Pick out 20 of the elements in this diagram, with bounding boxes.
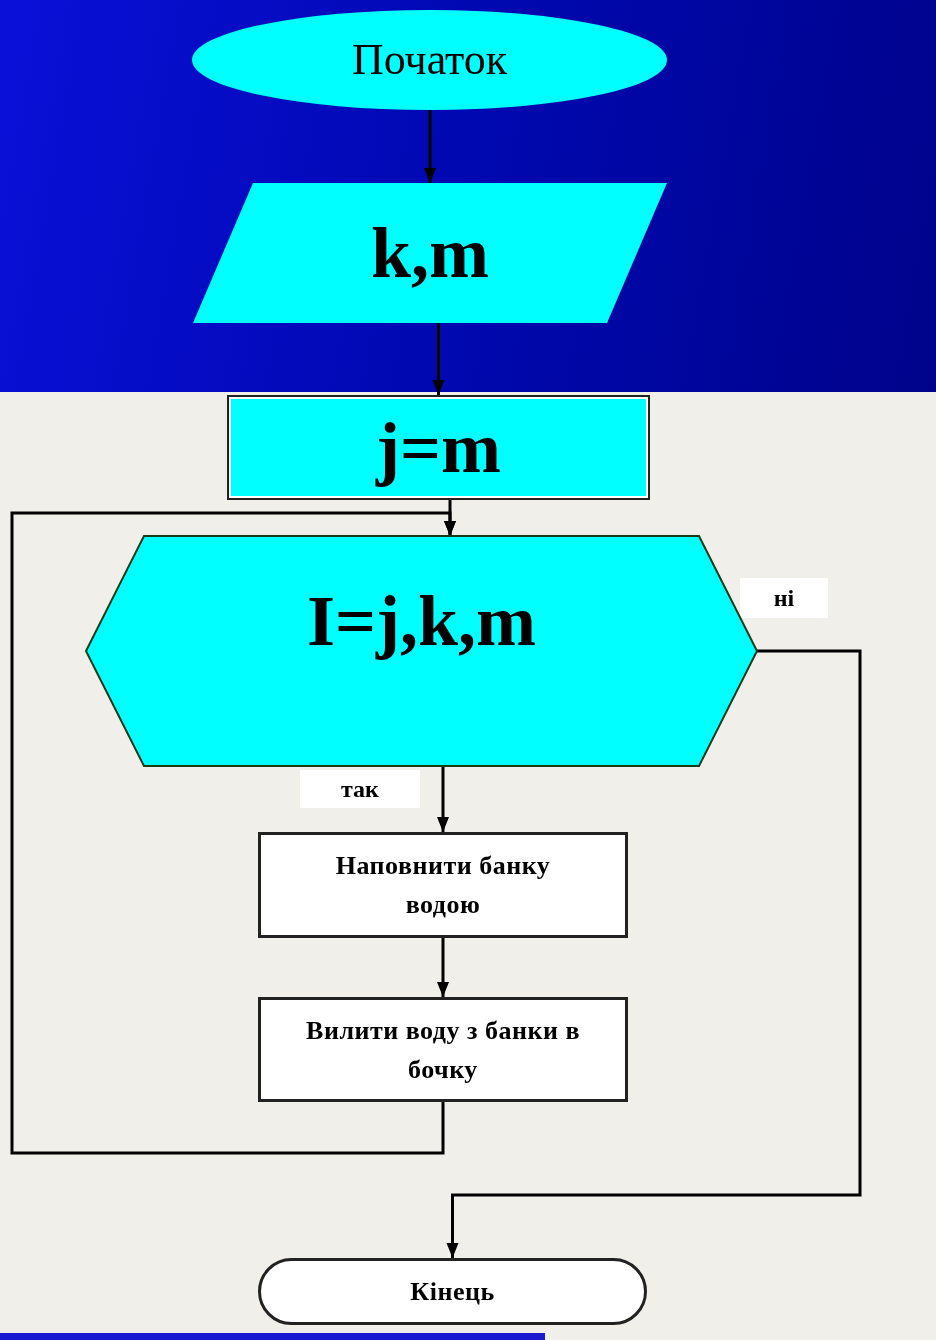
arrow — [437, 766, 449, 832]
node-text: Наповнити банку водою — [334, 850, 552, 921]
node-text: Початок — [351, 34, 508, 86]
process-box — [258, 832, 628, 938]
node-text: Кінець — [410, 1276, 495, 1308]
process-box — [258, 997, 628, 1102]
edge-label: так — [300, 770, 420, 808]
input-parallelogram — [193, 183, 667, 323]
node-text: Вилити воду з банки в бочку — [305, 1014, 581, 1086]
arrow — [446, 649, 862, 1258]
process-box — [227, 395, 650, 500]
node-text: k,m — [371, 212, 489, 295]
arrow — [424, 110, 436, 183]
arrow — [432, 323, 445, 395]
arrow — [10, 511, 456, 1155]
node-text: I=j,k,m — [306, 580, 536, 663]
node-text: j=m — [376, 406, 501, 490]
arrow — [437, 938, 449, 997]
loop-hexagon — [86, 536, 757, 766]
edge-label: ні — [740, 578, 828, 618]
